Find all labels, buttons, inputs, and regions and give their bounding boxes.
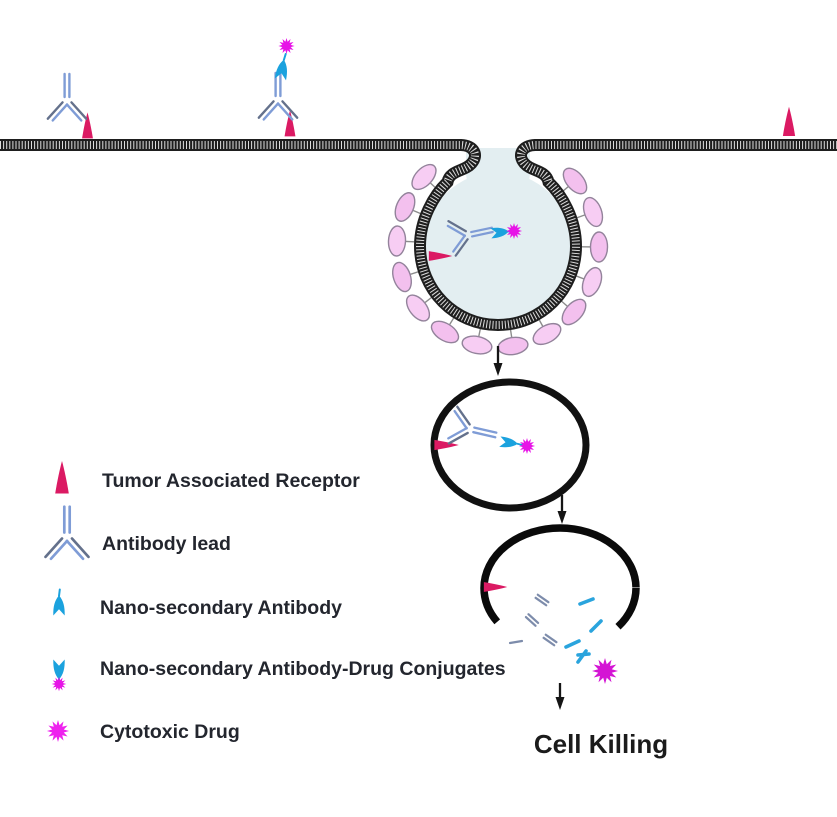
clathrin-oval bbox=[405, 294, 432, 322]
clathrin-oval bbox=[532, 318, 562, 346]
clathrin-oval bbox=[411, 163, 437, 191]
legend-label: Nano-secondary Antibody-Drug Conjugates bbox=[100, 658, 506, 680]
vesicle-lumen bbox=[424, 172, 572, 320]
clathrin-oval bbox=[576, 196, 604, 228]
cytotoxic-drug-icon bbox=[51, 676, 67, 692]
surface-complexes bbox=[46, 37, 796, 139]
nano-secondary-antibody-icon bbox=[52, 588, 66, 617]
clathrin-oval bbox=[387, 225, 415, 257]
legend: Tumor Associated Receptor Antibody lead … bbox=[44, 461, 506, 743]
clathrin-oval bbox=[575, 266, 603, 298]
clathrin-oval bbox=[392, 261, 419, 293]
legend-label: Nano-secondary Antibody bbox=[100, 597, 342, 619]
arrow-down-3 bbox=[555, 683, 565, 710]
legend-item-tumor-associated-receptor: Tumor Associated Receptor bbox=[55, 461, 360, 494]
cytotoxic-drug-icon bbox=[278, 37, 295, 55]
clathrin-oval bbox=[497, 329, 529, 356]
legend-label: Antibody lead bbox=[102, 533, 231, 555]
clathrin-oval bbox=[461, 328, 493, 355]
arrow-down-1 bbox=[493, 346, 503, 376]
arrow-down-2 bbox=[557, 495, 567, 524]
antibody-lead-icon bbox=[46, 72, 88, 124]
clathrin-oval bbox=[560, 298, 587, 326]
endosome-2-ruptured bbox=[480, 524, 640, 684]
cytotoxic-drug-icon bbox=[46, 719, 70, 743]
legend-label: Tumor Associated Receptor bbox=[102, 470, 360, 492]
clathrin-oval bbox=[561, 167, 588, 195]
legend-item-antibody-lead: Antibody lead bbox=[44, 505, 231, 562]
cell-killing-label: Cell Killing bbox=[534, 729, 668, 759]
clathrin-coat bbox=[387, 163, 609, 356]
legend-item-nano-secondary-antibody-drug-conjugate: Nano-secondary Antibody-Drug Conjugates bbox=[51, 658, 506, 692]
antibody-lead-icon bbox=[44, 505, 90, 562]
released-cytotoxic-drug-icon bbox=[592, 658, 618, 684]
clathrin-oval bbox=[394, 192, 421, 222]
endocytic-vesicle bbox=[424, 148, 572, 320]
nano-secondary-antibody-icon bbox=[273, 51, 292, 82]
clathrin-oval bbox=[430, 317, 460, 344]
degraded-antibody-fragments bbox=[508, 593, 558, 647]
clathrin-oval bbox=[581, 231, 609, 263]
degraded-nanobody-dashes bbox=[564, 597, 603, 664]
antibody-lead-icon bbox=[257, 71, 299, 123]
cell-membrane bbox=[0, 139, 837, 332]
legend-label: Cytotoxic Drug bbox=[100, 721, 240, 743]
legend-item-nano-secondary-antibody: Nano-secondary Antibody bbox=[52, 588, 342, 619]
tumor-receptor-icon bbox=[483, 582, 508, 592]
tumor-associated-receptor-icon bbox=[55, 461, 69, 494]
endosome-1 bbox=[430, 378, 590, 512]
legend-item-cytotoxic-drug: Cytotoxic Drug bbox=[46, 719, 240, 743]
tumor-receptor-icon bbox=[782, 106, 796, 136]
endosome-2-membrane bbox=[480, 524, 640, 652]
